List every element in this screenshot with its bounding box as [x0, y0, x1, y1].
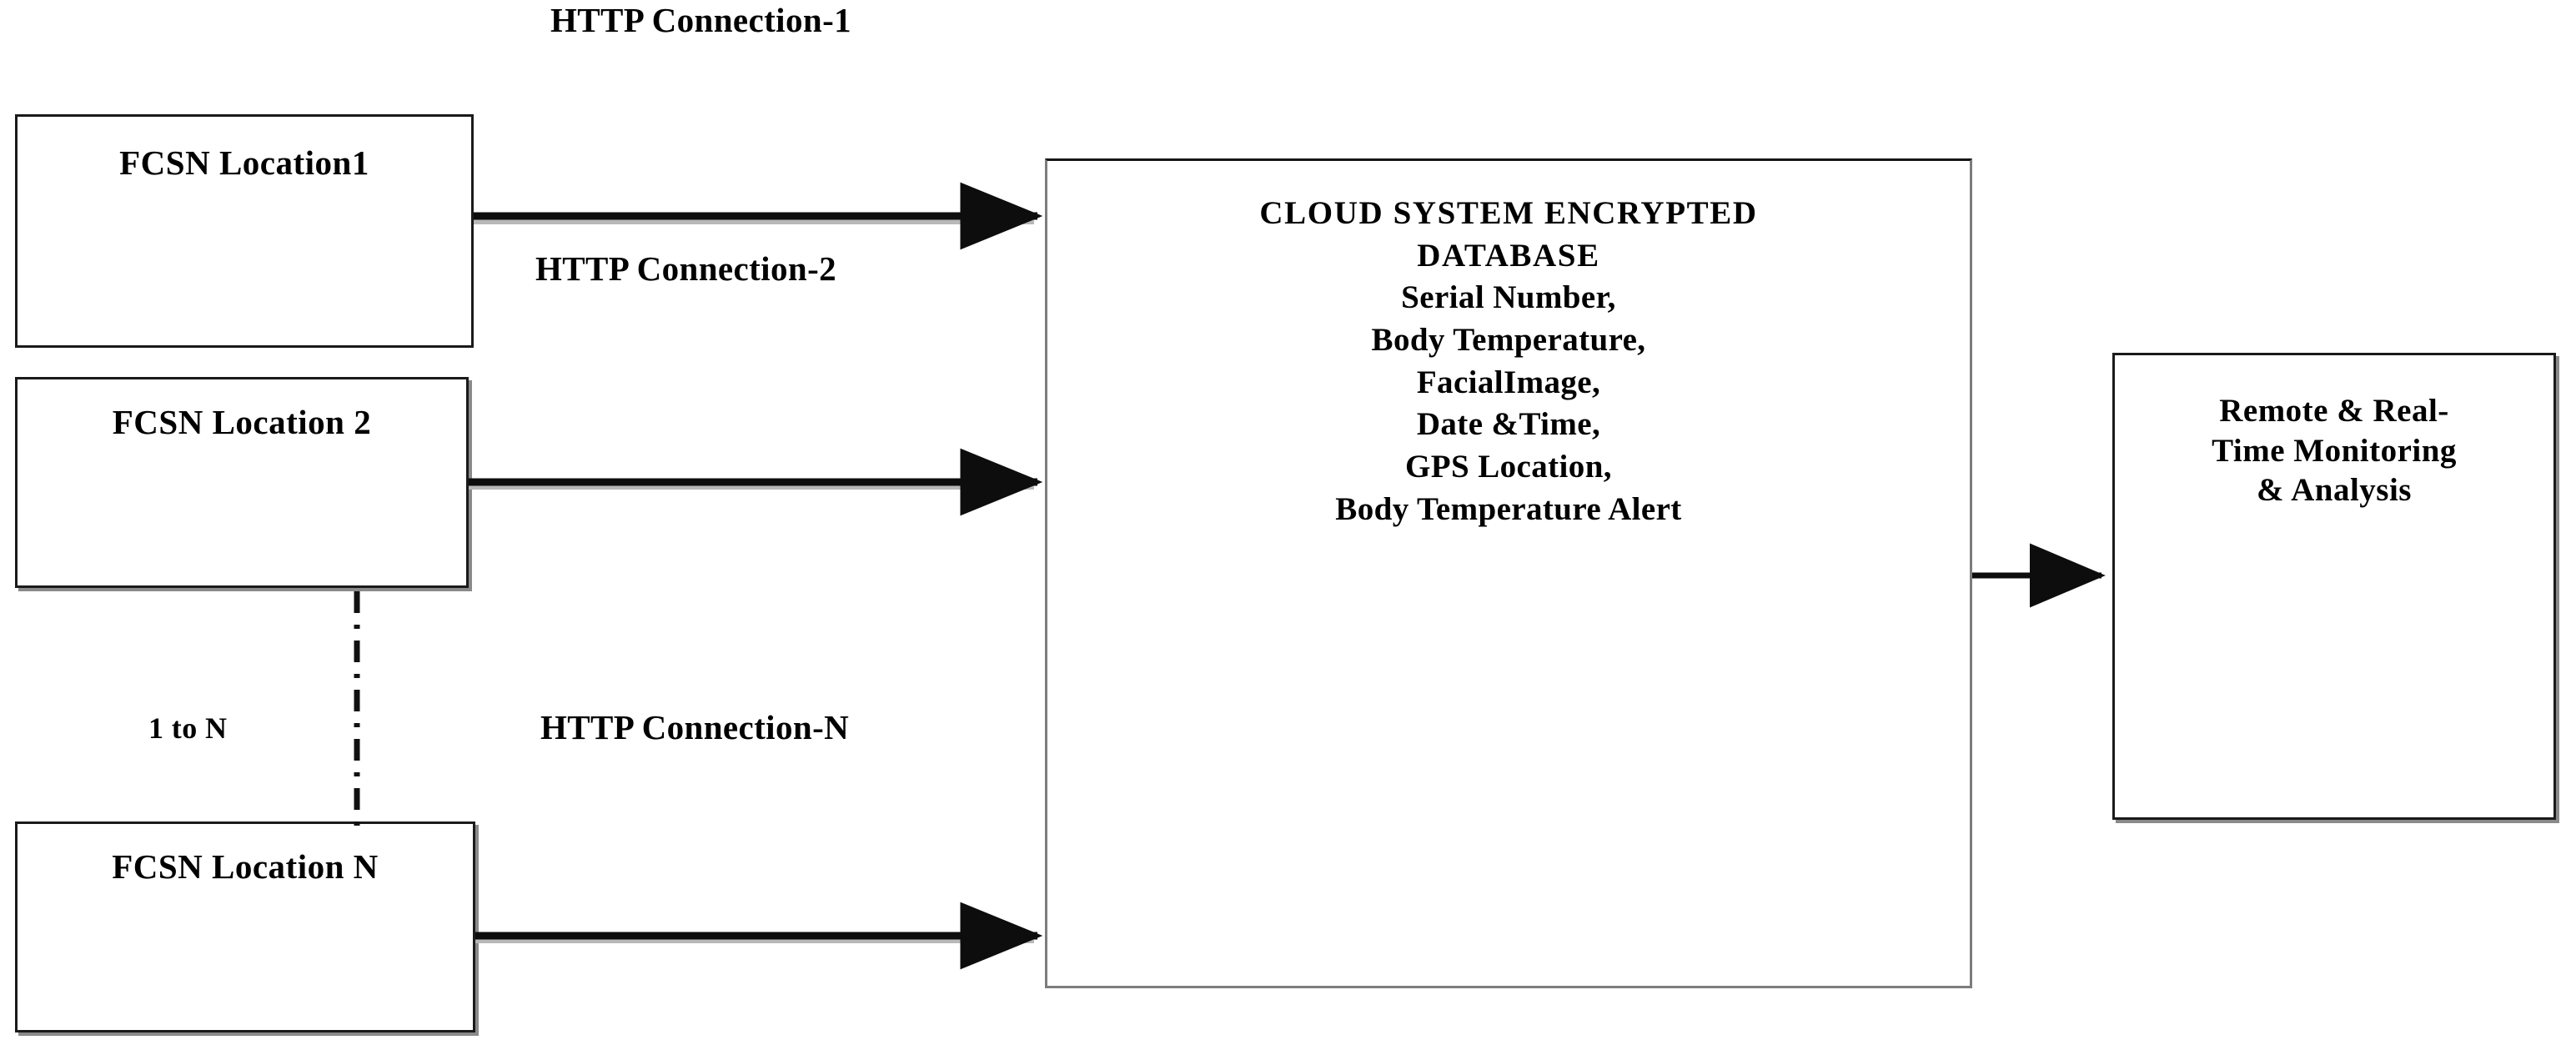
fcsn-location-1-box: FCSN Location1: [15, 114, 474, 348]
cloud-heading-line-1: CLOUD SYSTEM ENCRYPTED: [1259, 195, 1758, 231]
remote-label-line-1: Remote & Real-: [2219, 393, 2449, 429]
cloud-field-body-temperature: Body Temperature,: [1371, 322, 1646, 359]
cloud-field-serial-number: Serial Number,: [1401, 279, 1616, 316]
remote-monitoring-analysis-box: Remote & Real- Time Monitoring & Analysi…: [2112, 353, 2556, 820]
cloud-field-body-temperature-alert: Body Temperature Alert: [1335, 490, 1682, 527]
remote-monitoring-analysis-label: Remote & Real- Time Monitoring & Analysi…: [2115, 391, 2553, 510]
http-connection-1-top-label: HTTP Connection-1: [550, 1, 852, 39]
http-connection-n-label: HTTP Connection-N: [540, 708, 850, 746]
fcsn-location-2-box: FCSN Location 2: [15, 377, 469, 588]
fcsn-location-n-label: FCSN Location N: [112, 847, 379, 886]
http-connection-2-label: HTTP Connection-2: [535, 249, 837, 288]
fcsn-location-n-box: FCSN Location N: [15, 821, 475, 1032]
cloud-system-encrypted-database-box: CLOUD SYSTEM ENCRYPTED DATABASE Serial N…: [1045, 158, 1972, 988]
fcsn-location-1-label: FCSN Location1: [119, 143, 369, 182]
one-to-n-label: 1 to N: [148, 711, 228, 745]
cloud-field-facial-image: FacialImage,: [1416, 364, 1601, 400]
remote-label-line-2: Time Monitoring: [2212, 432, 2457, 469]
cloud-field-gps-location: GPS Location,: [1405, 449, 1612, 485]
cloud-field-date-time: Date &Time,: [1416, 406, 1601, 443]
cloud-database-content: CLOUD SYSTEM ENCRYPTED DATABASE Serial N…: [1051, 193, 1966, 531]
remote-label-line-3: & Analysis: [2257, 472, 2412, 509]
fcsn-location-2-label: FCSN Location 2: [112, 403, 372, 441]
cloud-heading-line-2: DATABASE: [1417, 237, 1600, 274]
